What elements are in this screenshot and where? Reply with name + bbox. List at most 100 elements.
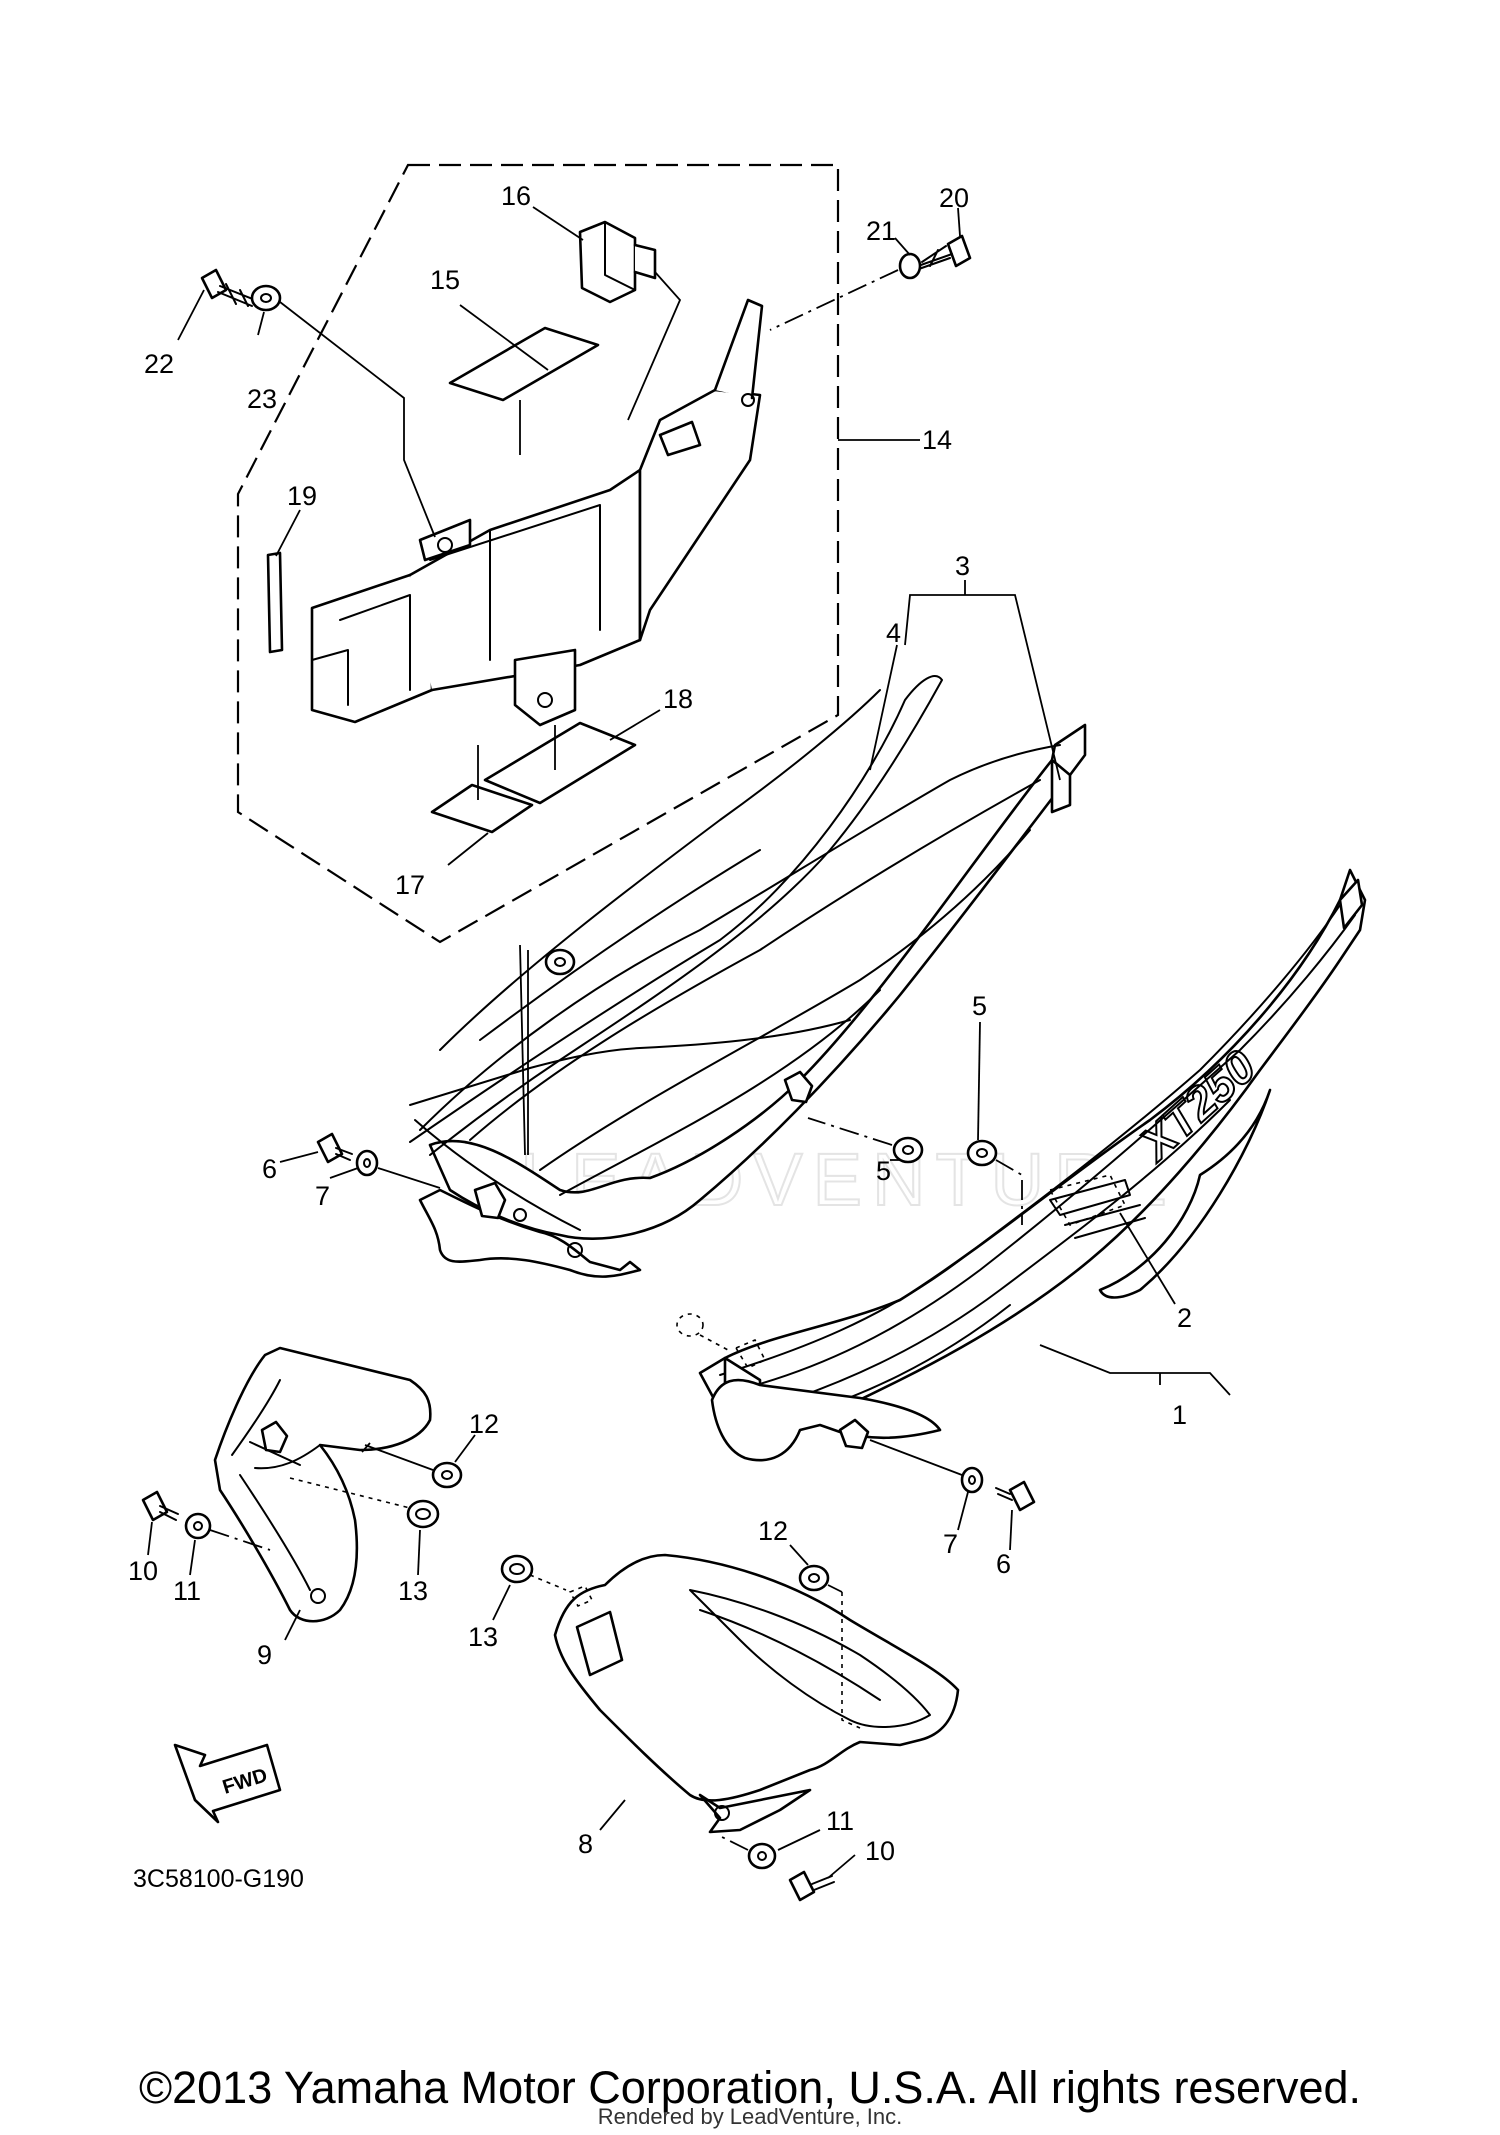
callout-16: 16 bbox=[501, 181, 531, 211]
callout-10-b: 10 bbox=[865, 1836, 895, 1866]
callout-7-b: 7 bbox=[943, 1529, 958, 1559]
callout-19: 19 bbox=[287, 481, 317, 511]
side-cover-part-1-lower bbox=[710, 1378, 942, 1462]
collar-part-23 bbox=[250, 284, 282, 312]
panel-part-9 bbox=[213, 1346, 432, 1623]
leader-11a bbox=[189, 1539, 196, 1576]
grommet-part-5-b bbox=[892, 1136, 924, 1164]
bolt-part-6-a bbox=[316, 1132, 353, 1164]
leader-6a bbox=[279, 1151, 319, 1163]
leader-16-path bbox=[627, 271, 682, 421]
subassembly-boundary bbox=[236, 163, 840, 944]
copyright-text: ©2013 Yamaha Motor Corporation, U.S.A. A… bbox=[138, 2062, 1362, 2113]
callout-8: 8 bbox=[578, 1829, 593, 1859]
callout-11-b: 11 bbox=[826, 1806, 854, 1836]
callout-17: 17 bbox=[395, 870, 425, 900]
clip-on-cover-1 bbox=[838, 1418, 870, 1450]
callout-6-b: 6 bbox=[996, 1549, 1011, 1579]
leader-5a-callout bbox=[977, 1021, 981, 1141]
callout-12-a: 12 bbox=[469, 1409, 499, 1439]
callout-2: 2 bbox=[1177, 1303, 1192, 1333]
bracket-3 bbox=[904, 580, 1061, 781]
grommet-part-5-a bbox=[966, 1139, 998, 1167]
callout-4: 4 bbox=[886, 618, 901, 648]
leader-13b bbox=[492, 1584, 511, 1621]
leader-15 bbox=[459, 304, 549, 371]
leader-11b bbox=[777, 1829, 821, 1851]
leader-18 bbox=[609, 709, 661, 741]
callout-13-b: 13 bbox=[468, 1622, 498, 1652]
leader-7a bbox=[329, 1167, 359, 1179]
pad-part-15 bbox=[448, 326, 600, 402]
callout-23: 23 bbox=[247, 384, 277, 414]
callout-10-a: 10 bbox=[128, 1556, 158, 1586]
callout-1: 1 bbox=[1172, 1400, 1187, 1430]
leader-9 bbox=[284, 1609, 301, 1641]
trim-part-3 bbox=[409, 675, 943, 1156]
leader-20 bbox=[957, 207, 961, 237]
callout-18: 18 bbox=[663, 684, 693, 714]
grommet-ghost bbox=[676, 1313, 729, 1351]
callout-11-a: 11 bbox=[173, 1576, 201, 1606]
leader-22 bbox=[177, 289, 205, 341]
leader-8 bbox=[599, 1799, 626, 1831]
grommet-part-12-a bbox=[431, 1461, 463, 1489]
leader-5b bbox=[807, 1117, 893, 1146]
bolt-part-20 bbox=[915, 234, 972, 271]
leader-19 bbox=[275, 509, 301, 557]
callout-21: 21 bbox=[866, 216, 896, 246]
leader-5a bbox=[995, 1159, 1023, 1225]
callout-14: 14 bbox=[922, 425, 952, 455]
collar-part-11-a bbox=[184, 1512, 212, 1540]
washer-part-7-a bbox=[355, 1149, 379, 1177]
leader-21 bbox=[894, 237, 911, 256]
cover-part-8 bbox=[553, 1553, 960, 1834]
washer-part-7-b bbox=[960, 1466, 984, 1494]
pad-part-17 bbox=[430, 783, 534, 834]
washer-part-21 bbox=[898, 252, 922, 280]
pad-part-18 bbox=[483, 721, 637, 805]
callout-7-a: 7 bbox=[315, 1181, 330, 1211]
leader-23 bbox=[257, 311, 265, 336]
leader-12b bbox=[789, 1544, 809, 1566]
rendered-by-text: Rendered by LeadVenture, Inc. bbox=[597, 2104, 903, 2129]
leader-7b bbox=[957, 1491, 969, 1531]
battery-box-part-14 bbox=[310, 298, 764, 727]
callout-9: 9 bbox=[257, 1640, 272, 1670]
callout-5-a: 5 bbox=[972, 991, 987, 1021]
callout-6-a: 6 bbox=[262, 1154, 277, 1184]
leader-22-23-path bbox=[279, 301, 436, 538]
leader-13a bbox=[417, 1529, 421, 1576]
bolt-part-6-b bbox=[995, 1480, 1036, 1512]
bolt-part-10-b bbox=[788, 1870, 835, 1902]
callout-20: 20 bbox=[939, 183, 969, 213]
cover-part-4-base bbox=[418, 1188, 642, 1278]
leader-10b bbox=[827, 1854, 856, 1879]
leader-2 bbox=[1119, 1212, 1176, 1305]
callout-13-a: 13 bbox=[398, 1576, 428, 1606]
clip-on-cover-4 bbox=[473, 1070, 814, 1220]
callout-5-b: 5 bbox=[876, 1156, 891, 1186]
grommet-part-13-a bbox=[406, 1499, 440, 1529]
callout-12-b: 12 bbox=[758, 1516, 788, 1546]
leader-16 bbox=[532, 206, 584, 241]
fwd-arrow-icon: FWD bbox=[173, 1743, 282, 1824]
callout-15: 15 bbox=[430, 265, 460, 295]
bracket-1 bbox=[1039, 1344, 1231, 1396]
bolt-part-10-a bbox=[141, 1490, 179, 1522]
callout-22: 22 bbox=[144, 349, 174, 379]
leader-6b bbox=[1009, 1509, 1013, 1551]
connector-part-16 bbox=[578, 220, 657, 304]
leader-12a bbox=[454, 1434, 476, 1463]
grommet-part-12-b bbox=[798, 1564, 830, 1592]
grommet-part-13-b bbox=[500, 1554, 534, 1584]
collar-part-11-b bbox=[747, 1842, 777, 1870]
strip-part-19 bbox=[266, 551, 284, 654]
leader-4 bbox=[869, 644, 898, 771]
diagram-code: 3C58100-G190 bbox=[133, 1865, 304, 1893]
leader-17 bbox=[447, 832, 489, 866]
leader-20-21-path bbox=[769, 269, 899, 331]
callout-3: 3 bbox=[955, 551, 970, 581]
grommet-upper bbox=[544, 948, 576, 976]
